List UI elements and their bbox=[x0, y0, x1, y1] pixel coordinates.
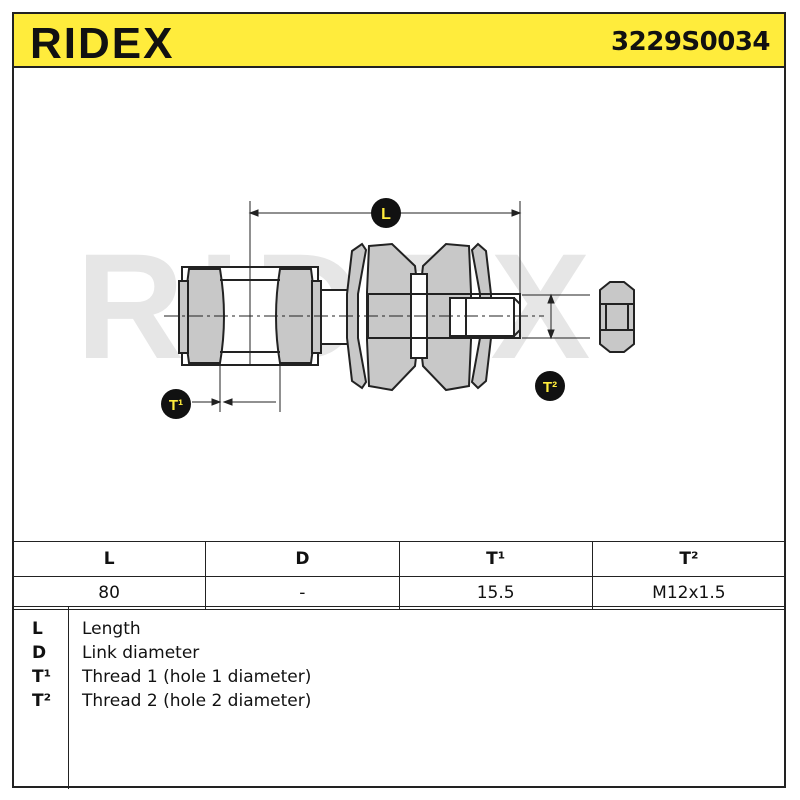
legend-row: L Length bbox=[12, 619, 786, 643]
specs-header-cell: D bbox=[205, 541, 400, 577]
thread1-callout: T¹ bbox=[161, 389, 191, 419]
legend-row: T² Thread 2 (hole 2 diameter) bbox=[12, 691, 786, 715]
legend-key: T² bbox=[32, 691, 52, 711]
brand-logo-text: RIDEX bbox=[30, 20, 174, 64]
legend-row: T¹ Thread 1 (hole 1 diameter) bbox=[12, 667, 786, 691]
specs-table: L D T¹ T² 80 - 15.5 M12x1.5 bbox=[11, 541, 787, 610]
legend-key-column bbox=[12, 607, 69, 789]
legend-key: D bbox=[32, 643, 47, 663]
length-callout-text: L bbox=[381, 206, 391, 223]
specs-header-cell: T² bbox=[591, 541, 787, 577]
brand-logo: RIDEX bbox=[30, 20, 174, 64]
thread2-callout-text: T² bbox=[543, 379, 557, 396]
specs-header-cell: L bbox=[11, 541, 207, 577]
thread2-callout: T² bbox=[535, 371, 565, 401]
header-bar: RIDEX 3229S0034 bbox=[12, 12, 786, 68]
legend-key: L bbox=[32, 619, 43, 639]
specs-value-cell: M12x1.5 bbox=[591, 576, 787, 610]
legend-key: T¹ bbox=[32, 667, 52, 687]
thread2-dimension bbox=[522, 293, 590, 340]
specs-value-cell: 80 bbox=[11, 576, 207, 610]
thread1-dimension bbox=[192, 364, 281, 412]
specs-header-row: L D T¹ T² bbox=[11, 541, 787, 577]
specs-value-cell: 15.5 bbox=[398, 576, 593, 610]
technical-drawing: RIDEX bbox=[76, 198, 635, 419]
specs-value-cell: - bbox=[205, 576, 400, 610]
legend-desc: Thread 2 (hole 2 diameter) bbox=[82, 691, 312, 711]
legend-desc: Link diameter bbox=[82, 643, 200, 663]
length-callout: L bbox=[371, 198, 401, 228]
specs-header-cell: T¹ bbox=[398, 541, 593, 577]
legend-row: D Link diameter bbox=[12, 643, 786, 667]
part-number: 3229S0034 bbox=[611, 27, 770, 57]
legend-desc: Thread 1 (hole 1 diameter) bbox=[82, 667, 312, 687]
legend-table: L Length D Link diameter T¹ Thread 1 (ho… bbox=[12, 606, 786, 789]
legend-desc: Length bbox=[82, 619, 141, 639]
link-part bbox=[178, 242, 635, 392]
thread1-callout-text: T¹ bbox=[169, 397, 183, 414]
specs-value-row: 80 - 15.5 M12x1.5 bbox=[11, 576, 787, 610]
